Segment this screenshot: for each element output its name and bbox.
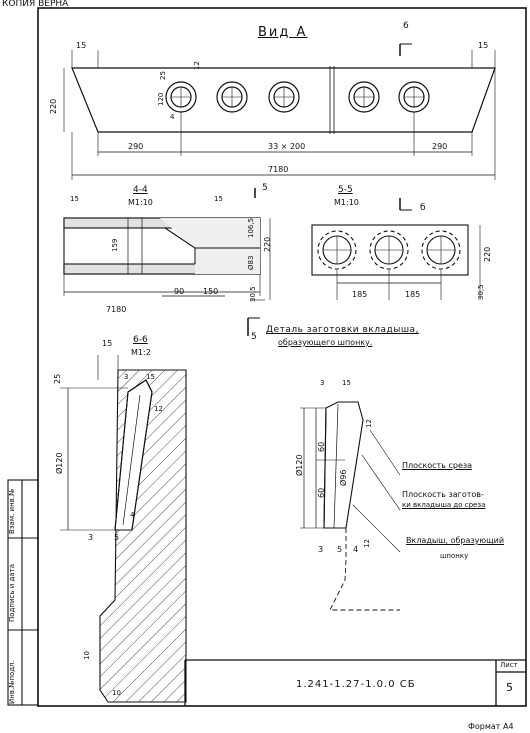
dim-right-edge: 15 [478,41,489,50]
sheet-number: 5 [506,681,513,694]
s44-dim-r: 15 [214,195,223,203]
format-label: Формат А4 [468,722,514,731]
s55-d3: 30,5 [477,284,485,300]
s44-d1: 90 [174,287,185,296]
s44-scale: М1:10 [128,198,153,207]
dr-dia96: Ø96 [339,469,348,486]
dr-d4: 4 [353,545,359,554]
dim-spacing: 33 × 200 [268,142,306,151]
s55-d1: 185 [352,290,368,299]
sheet-label: Лист [500,661,518,669]
callout-insert-2: шпонку [440,552,469,560]
callout-cut-plane: Плоскость среза [402,461,473,470]
s55-ref-marker: 5 [262,183,268,193]
stamp-text: КОПИЯ ВЕРНА [2,0,69,9]
s55-scale: М1:10 [334,198,359,207]
dim-hole-gap: 12 [193,61,201,70]
side-stamp-inv: Инв.№подл. [8,660,16,704]
dr-d15: 15 [342,379,351,387]
s66-d3b: 3 [88,533,94,542]
dim-length: 7180 [268,165,289,174]
side-stamp-replace: Взам. инв.№ [8,488,16,534]
detail-marker [247,317,260,336]
s66-d3: 3 [124,373,129,381]
s66-d4: 4 [130,511,135,519]
dim-left-edge: 15 [76,41,87,50]
s44-d3: 30,5 [249,286,257,302]
dr-d12: 12 [365,419,373,428]
s55-d2: 185 [405,290,421,299]
s44-h2: 220 [263,236,272,252]
view-a-title: Вид А [258,25,308,40]
dr-d3: 3 [320,379,325,387]
detail-right-drawing [300,401,401,611]
s55-ref-b: б [420,203,426,213]
dr-dia120: Ø120 [295,454,304,476]
s44-d2: 150 [203,287,219,296]
dr-d60a: 60 [317,441,326,452]
sheet-frame [37,7,527,707]
s66-d5: 5 [114,533,120,542]
view-a-section-ref: 6 [403,21,409,31]
section-66-drawing [60,355,187,703]
callout-insert-1: Вкладыш, образующий [406,536,505,545]
view-a-plank [63,43,496,180]
s66-d15b: 15 [146,373,155,381]
dim-hole-dia: 120 [157,92,165,106]
s44-height-inner: 159 [111,238,119,252]
dim-right-end: 290 [432,142,448,151]
detail-title-line1: Деталь заготовки вкладыша, [266,325,419,335]
s66-d10a: 10 [83,651,91,660]
s55-title: 5-5 [338,185,353,195]
title-block-box [184,659,526,706]
dr-d3b: 3 [318,545,324,554]
s66-dia: Ø120 [55,452,64,474]
s66-scale: М1:2 [131,348,151,357]
s66-d15: 15 [102,339,113,348]
s44-title: 4-4 [133,185,148,195]
dr-d60b: 60 [317,487,326,498]
callout-blank-plane-1: Плоскость заготов- [402,490,484,499]
dr-d12b: 12 [363,539,371,548]
s66-title: 6-6 [133,335,148,345]
s44-dim-l: 15 [70,195,79,203]
detail-ref: 5 [251,332,257,342]
side-stamp-sign: Подпись и дата [8,564,16,622]
drawing-code: 1.241-1.27-1.0.0 СБ [296,679,416,690]
s55-height: 220 [483,246,492,262]
side-stamp-box [7,479,39,706]
s44-length: 7180 [106,305,127,314]
dim-height: 220 [49,98,58,114]
callout-blank-plane-2: ки вкладыша до среза [402,501,486,509]
dim-hole-off: 4 [170,113,175,121]
section-44-drawing [63,217,271,301]
s44-dia: Ø83 [247,255,255,270]
dim-left-end: 290 [128,142,144,151]
dr-d5: 5 [337,545,343,554]
s66-d10b: 10 [112,689,121,697]
s44-h1: 106,5 [247,217,255,238]
section-55-drawing [254,188,481,300]
detail-title-line2: образующего шпонку. [278,338,373,347]
dim-hole-top: 25 [159,71,167,80]
s66-d12: 12 [154,405,163,413]
s66-d25: 25 [53,373,62,384]
